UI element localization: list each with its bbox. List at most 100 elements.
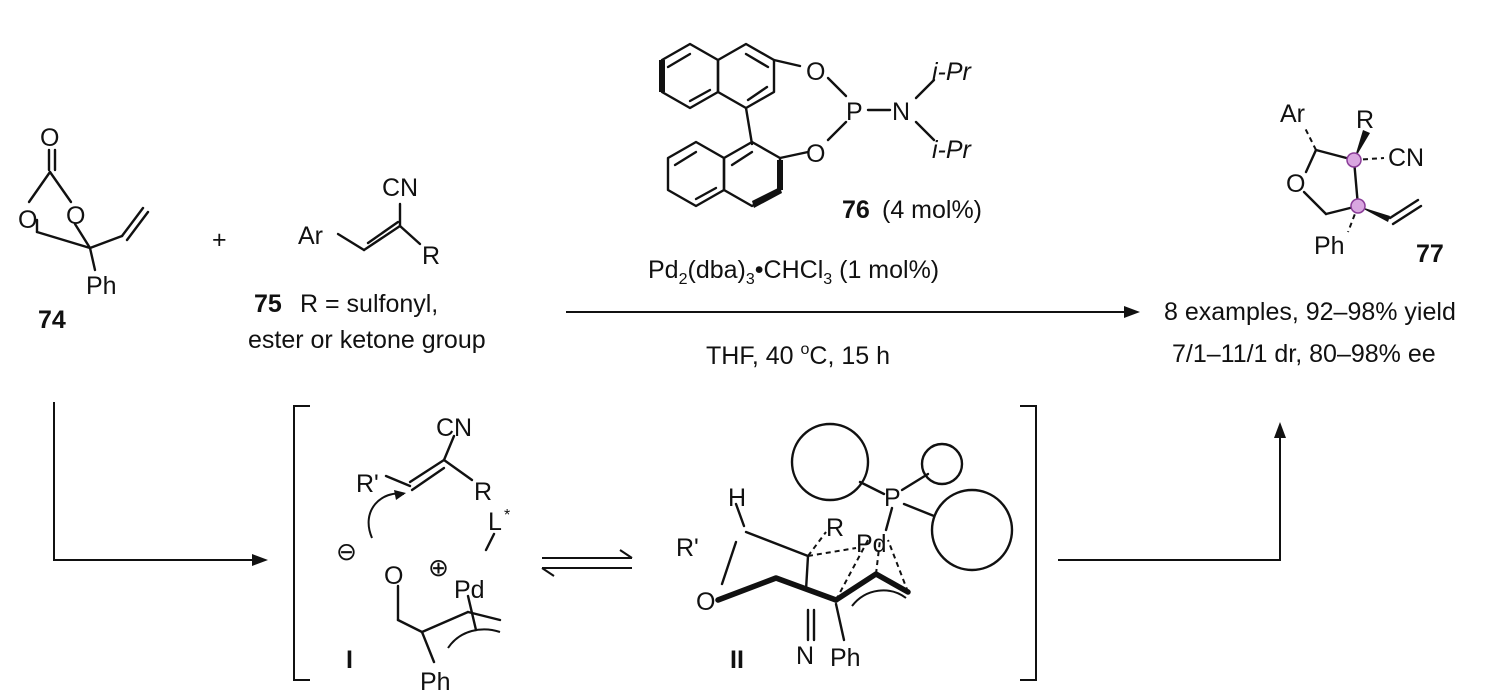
bond — [744, 530, 810, 558]
bond — [1302, 190, 1328, 216]
bond — [1303, 125, 1317, 151]
solvent-text: THF, 40 oC, 15 h — [706, 341, 890, 370]
path-arrow — [53, 402, 258, 561]
results-line-2: 7/1–11/1 dr, 80–98% ee — [1172, 340, 1436, 368]
bond — [384, 474, 412, 488]
bond — [777, 160, 783, 190]
intermediate-label: II — [730, 646, 744, 674]
bond — [336, 232, 366, 252]
bond — [688, 88, 712, 103]
atom-label: Pd — [454, 576, 485, 604]
compound-74: O O O Ph 74 — [18, 124, 150, 334]
bond — [875, 539, 881, 575]
bond — [466, 610, 502, 622]
plus-sign: + — [212, 226, 227, 254]
compound-number: 75 — [254, 290, 282, 318]
bond — [420, 610, 470, 634]
reaction-conditions: Pd2(dba)3•CHCl3 (1 mol%) THF, 40 oC, 15 … — [566, 256, 1140, 370]
atom-label: N — [892, 98, 910, 126]
bond — [466, 594, 478, 632]
compound-77: Ar R CN O Ph 77 — [1280, 100, 1444, 268]
bond — [88, 246, 97, 272]
atom-label: Ar — [298, 222, 323, 250]
compound-number: 77 — [1416, 240, 1444, 268]
bond — [914, 120, 936, 142]
atom-label: O — [806, 58, 825, 86]
bond — [88, 234, 124, 250]
bond — [772, 58, 802, 68]
ring — [716, 42, 776, 110]
bond — [746, 85, 769, 102]
bond — [48, 170, 73, 204]
mechanism-arrows — [53, 402, 1286, 681]
equilibrium-arrow — [619, 549, 633, 559]
arrow-head — [1274, 422, 1286, 438]
bond — [858, 480, 886, 496]
compound-number: 74 — [38, 306, 66, 334]
atom-label: R' — [676, 534, 699, 562]
bond — [442, 458, 474, 482]
catalyst-loading: (4 mol%) — [882, 196, 982, 224]
atom-label: H — [728, 484, 746, 512]
path-arrow — [1058, 432, 1281, 561]
atom-label: CN — [382, 174, 418, 202]
atom-label: O — [806, 140, 825, 168]
bracket-right — [1020, 405, 1037, 681]
charge-label: ⊖ — [336, 538, 357, 566]
bond — [778, 150, 810, 160]
bond — [744, 52, 770, 69]
bond — [914, 78, 936, 100]
atom-label: * — [504, 507, 510, 524]
bond — [826, 76, 848, 98]
bond — [835, 539, 869, 601]
ligand-ring — [920, 442, 964, 486]
ligand-ring — [930, 488, 1014, 572]
atom-label: P — [846, 98, 863, 126]
r-definition: R = sulfonyl, — [300, 290, 438, 318]
ligand-ring — [790, 422, 870, 502]
bond — [1391, 204, 1423, 226]
substituent-label: i-Pr — [932, 136, 973, 164]
bold-bond — [715, 575, 839, 603]
atom-label: R — [474, 478, 492, 506]
atom-label: O — [1286, 170, 1305, 198]
atom-label: R' — [356, 470, 379, 498]
stereocenter-marker — [1350, 198, 1366, 214]
bond — [1304, 148, 1318, 174]
bond — [1388, 198, 1420, 220]
substituent-label: Ph — [830, 644, 861, 672]
substituent-label: i-Pr — [932, 58, 973, 86]
bond — [408, 458, 446, 484]
intermediate-II: H R' R Pd P O N Ph II — [676, 422, 1014, 674]
bond — [659, 60, 665, 92]
bond — [1354, 130, 1370, 160]
atom-label: L — [488, 508, 502, 536]
atom-label: R — [1356, 106, 1374, 134]
bond — [398, 224, 422, 246]
equilibrium-arrow — [541, 567, 555, 577]
bond — [694, 186, 718, 201]
atom-label: R — [826, 514, 844, 542]
bond — [666, 52, 692, 69]
catalyst-text: Pd2(dba)3•CHCl3 (1 mol%) — [648, 256, 939, 288]
bond — [826, 120, 848, 142]
bond — [884, 506, 894, 532]
atom-label: O — [18, 206, 37, 234]
bond — [73, 222, 92, 250]
atom-label: O — [66, 202, 85, 230]
bond — [900, 472, 930, 492]
atom-label: N — [796, 642, 814, 670]
arrow-head — [1124, 306, 1140, 318]
bond — [807, 547, 857, 557]
bond — [887, 539, 909, 593]
atom-label: CN — [436, 414, 472, 442]
bond — [807, 531, 827, 557]
arrow-head — [252, 554, 268, 566]
charge-label: ⊕ — [428, 554, 449, 582]
bond — [420, 630, 436, 664]
bond — [366, 220, 400, 245]
compound-75: Ar CN R 75 R = sulfonyl, ester or ketone… — [248, 174, 486, 354]
bond — [410, 466, 446, 492]
